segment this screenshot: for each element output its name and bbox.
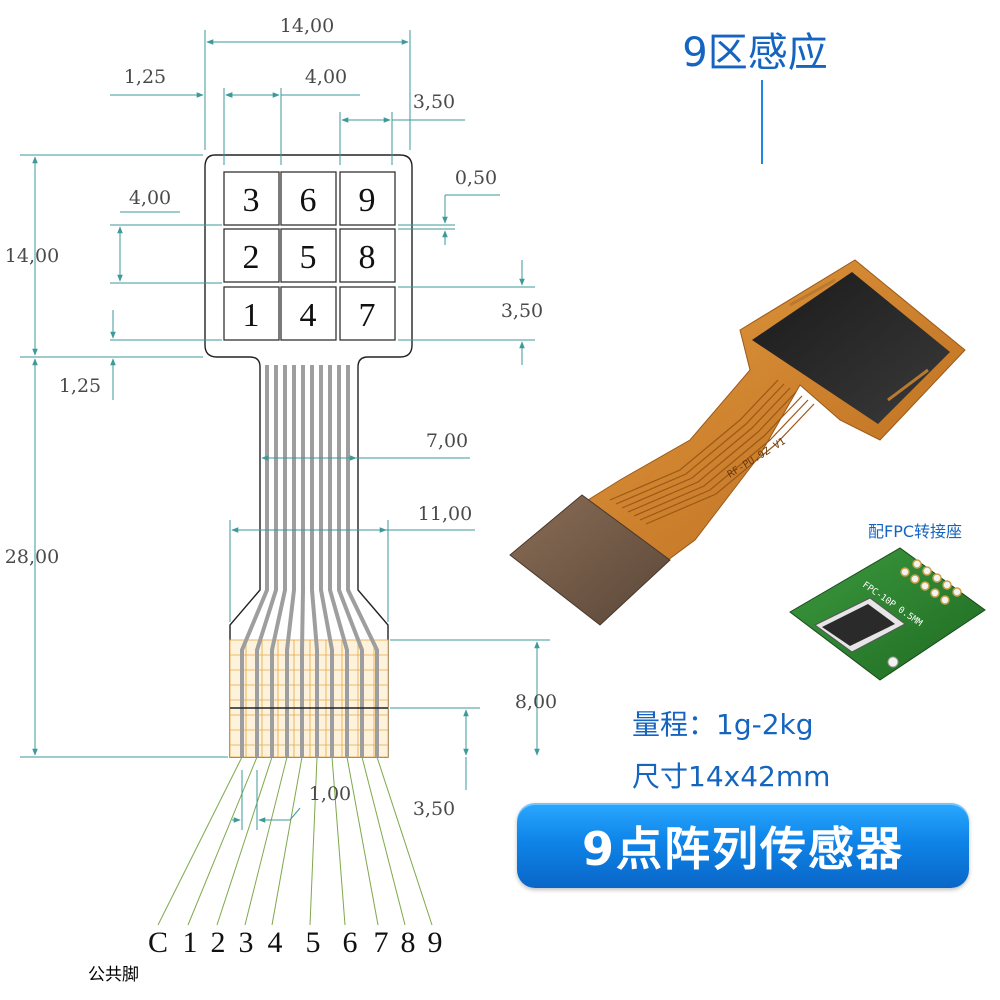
dimension-lines bbox=[20, 30, 550, 830]
dim-pad-size-x: 3,50 bbox=[413, 91, 455, 113]
pin-label-7: 7 bbox=[374, 926, 389, 959]
pad-label-8: 8 bbox=[359, 239, 376, 276]
pad-grid: 3 6 9 2 5 8 1 4 7 bbox=[223, 171, 396, 341]
common-pin-label: 公共脚 bbox=[88, 965, 139, 985]
pad-8 bbox=[339, 228, 396, 283]
pad-6 bbox=[280, 171, 337, 226]
dim-pad-pitch-y: 4,00 bbox=[129, 187, 171, 209]
pin-label-1: 1 bbox=[183, 926, 198, 959]
pin-label-row: C 1 2 3 4 5 6 7 8 9 bbox=[148, 926, 443, 959]
signal-traces bbox=[240, 365, 379, 757]
zone-pointer-line bbox=[761, 80, 763, 164]
connector-grid bbox=[229, 639, 389, 758]
pin-label-5: 5 bbox=[306, 926, 321, 959]
pad-label-3: 3 bbox=[243, 182, 260, 219]
pad-label-7: 7 bbox=[359, 297, 376, 334]
dim-pad-gap: 0,50 bbox=[455, 167, 497, 189]
dim-neck-width: 7,00 bbox=[426, 430, 468, 452]
pad-5 bbox=[280, 228, 337, 283]
pin-leads bbox=[157, 756, 433, 926]
dim-edge-margin-y: 1,25 bbox=[59, 375, 101, 397]
dim-pad-size-y: 3,50 bbox=[501, 300, 543, 322]
pad-label-4: 4 bbox=[300, 297, 317, 334]
dim-tail-width: 11,00 bbox=[418, 503, 472, 525]
dim-overall-height-head: 14,00 bbox=[5, 245, 59, 267]
dim-overall-width: 14,00 bbox=[280, 15, 334, 37]
sensing-pad bbox=[752, 272, 950, 424]
dim-pin-length: 3,50 bbox=[413, 798, 455, 820]
dimension-labels: 14,00 1,25 4,00 3,50 0,50 4,00 14,00 3,5… bbox=[5, 15, 557, 820]
pin-label-9: 9 bbox=[428, 926, 443, 959]
dim-edge-margin-x: 1,25 bbox=[124, 66, 166, 88]
title-banner: 9点阵列传感器 bbox=[517, 803, 969, 888]
pad-2 bbox=[223, 228, 280, 283]
zone-title: 9区感应 bbox=[682, 30, 828, 76]
pad-7 bbox=[339, 286, 396, 341]
pin-label-4: 4 bbox=[268, 926, 283, 959]
pad-9 bbox=[339, 171, 396, 226]
pin-label-3: 3 bbox=[239, 926, 254, 959]
dim-pad-pitch-x: 4,00 bbox=[305, 66, 347, 88]
pin-label-c: C bbox=[148, 926, 168, 959]
pad-4 bbox=[280, 286, 337, 341]
spec-size: 尺寸14x42mm bbox=[632, 760, 831, 793]
pad-3 bbox=[223, 171, 280, 226]
sensor-photo: RF-PU.9Z V1 bbox=[509, 259, 966, 626]
pad-label-5: 5 bbox=[300, 239, 317, 276]
fpc-adapter-photo: FPC-10P 0.5MM bbox=[789, 547, 986, 681]
pin-label-6: 6 bbox=[343, 926, 358, 959]
dim-pin-pitch: 1,00 bbox=[309, 783, 351, 805]
fpc-adapter-caption: 配FPC转接座 bbox=[867, 522, 963, 541]
pad-label-6: 6 bbox=[300, 182, 317, 219]
pad-label-9: 9 bbox=[359, 182, 376, 219]
spec-range: 量程：1g-2kg bbox=[632, 708, 814, 741]
pad-1 bbox=[223, 286, 280, 341]
pad-label-1: 1 bbox=[243, 297, 260, 334]
sensor-tail-stiffener bbox=[509, 494, 671, 626]
dim-connector-length: 8,00 bbox=[515, 691, 557, 713]
pad-label-2: 2 bbox=[243, 239, 260, 276]
pin-label-8: 8 bbox=[401, 926, 416, 959]
pin-label-2: 2 bbox=[211, 926, 226, 959]
dim-tail-length: 28,00 bbox=[5, 546, 59, 568]
